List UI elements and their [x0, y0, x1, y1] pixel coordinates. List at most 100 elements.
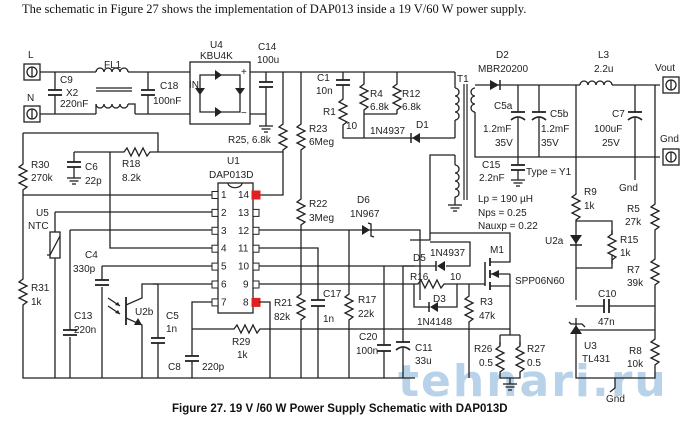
u1-pin-label-11: 11: [238, 244, 249, 255]
c10-ref: C10: [598, 289, 617, 300]
r27-ref: R27: [527, 344, 546, 355]
l3-inductor: [579, 80, 613, 86]
u4-plus: +: [241, 67, 247, 78]
c7-gnd-label: Gnd: [619, 183, 638, 194]
l3-ref: L3: [598, 50, 610, 61]
c1-ref: C1: [317, 73, 330, 84]
d3-ref: D3: [433, 294, 446, 305]
d3-diode-icon: [430, 302, 438, 312]
r3-ref: R3: [480, 297, 493, 308]
u1-pin-9: [252, 280, 260, 289]
c20-value: 100n: [356, 346, 378, 357]
l3-value: 2.2u: [594, 64, 613, 75]
u4-part: KBU4K: [200, 51, 233, 62]
u3-part: TL431: [582, 354, 611, 365]
c6-ref: C6: [85, 162, 98, 173]
u4-ref: U4: [210, 40, 223, 51]
u1-pin-label-3: 3: [221, 226, 227, 237]
u5-ref: U5: [36, 208, 49, 219]
r16-ref: R16: [410, 272, 429, 283]
c5-ref: C5: [166, 311, 179, 322]
u1-pin-14: [251, 190, 261, 200]
c14-ref: C14: [258, 42, 277, 53]
r29-ref: R29: [232, 337, 251, 348]
r8-value: 10k: [627, 359, 644, 370]
c15-value: 2.2nF: [479, 173, 505, 184]
r8-ref: R8: [629, 346, 642, 357]
terminal-gnd-icon[interactable]: [662, 148, 680, 166]
u1-pin-7: [211, 298, 219, 307]
t1-transformer: [447, 72, 476, 212]
r7-ref: R7: [627, 265, 640, 276]
r26-ref: R26: [474, 344, 493, 355]
c5b-voltage: 35V: [541, 138, 559, 149]
r1-ref: R1: [323, 107, 336, 118]
r29-value: 1k: [237, 350, 249, 361]
u3-gnd-label: Gnd: [606, 394, 625, 405]
r26-value: 0.5: [479, 358, 493, 369]
u1-pin-label-13: 13: [238, 208, 250, 219]
c5a-voltage: 35V: [495, 138, 513, 149]
r31-ref: R31: [31, 283, 50, 294]
u1-pin-11: [252, 244, 260, 253]
fl1-ref: FL1: [104, 60, 122, 71]
r12-value: 6.8k: [402, 102, 422, 113]
u2b-phototransistor-icon: [107, 283, 158, 378]
terminal-L-icon[interactable]: [23, 63, 41, 81]
r3-value: 47k: [479, 311, 496, 322]
d5-ref: D5: [413, 253, 426, 264]
d5-diode-icon: [437, 261, 445, 271]
xfmr-nauxp: Nauxp = 0.22: [478, 221, 538, 232]
r22-value: 3Meg: [309, 213, 334, 224]
r25-label: R25, 6.8k: [228, 135, 272, 146]
terminal-gnd-label: Gnd: [660, 134, 679, 145]
u1-pin-6: [211, 280, 219, 289]
u1-pin-label-4: 4: [221, 244, 227, 255]
c7-voltage: 25V: [602, 138, 620, 149]
u1-pin-label-8: 8: [243, 297, 249, 308]
u1-pin-5: [211, 262, 219, 271]
u4-in-label: IN: [189, 80, 199, 91]
terminal-N-icon[interactable]: [23, 105, 41, 123]
c8-ref: C8: [168, 362, 181, 373]
terminal-vout-icon[interactable]: [662, 76, 680, 94]
r4-ref: R4: [370, 89, 383, 100]
r15-value: 1k: [620, 248, 632, 259]
r21-ref: R21: [274, 298, 293, 309]
d2-part: MBR20200: [478, 64, 528, 75]
d5-part: 1N4937: [430, 248, 465, 259]
u1-pin-label-9: 9: [243, 280, 249, 291]
xfmr-lp: Lp = 190 µH: [478, 194, 533, 205]
r30-value: 270k: [31, 173, 54, 184]
u2a-led-icon: [570, 235, 582, 244]
r23-value: 6Meg: [309, 137, 334, 148]
c5a-value: 1.2mF: [483, 124, 511, 135]
c11-value: 33u: [415, 356, 432, 367]
c18-ref: C18: [160, 81, 179, 92]
u1-pin-8: [251, 297, 261, 307]
u1-pin-label-14: 14: [238, 190, 250, 201]
c9-ref: C9: [60, 75, 73, 86]
u4-minus: −: [241, 108, 247, 119]
r18-ref: R18: [122, 159, 141, 170]
fl1-common-mode-choke: [95, 67, 136, 114]
c15-ref: C15: [482, 160, 501, 171]
r18-value: 8.2k: [122, 173, 142, 184]
figure-caption: Figure 27. 19 V /60 W Power Supply Schem…: [172, 403, 508, 415]
terminal-vout-label: Vout: [655, 63, 675, 74]
r9-ref: R9: [584, 187, 597, 198]
u1-pin-13: [252, 208, 260, 217]
ground-icon: [258, 125, 274, 133]
d6-part: 1N967: [350, 209, 380, 220]
r12-ref: R12: [402, 89, 421, 100]
terminal-L-label: L: [28, 50, 34, 61]
c9-value: 220nF: [60, 99, 88, 110]
m1-mosfet-icon: [430, 232, 511, 335]
c7-value: 100uF: [594, 124, 622, 135]
intro-text: The schematic in Figure 27 shows the imp…: [22, 2, 527, 16]
m1-ref: M1: [490, 245, 504, 256]
r1-value: 10: [346, 121, 358, 132]
r21-value: 82k: [274, 312, 291, 323]
